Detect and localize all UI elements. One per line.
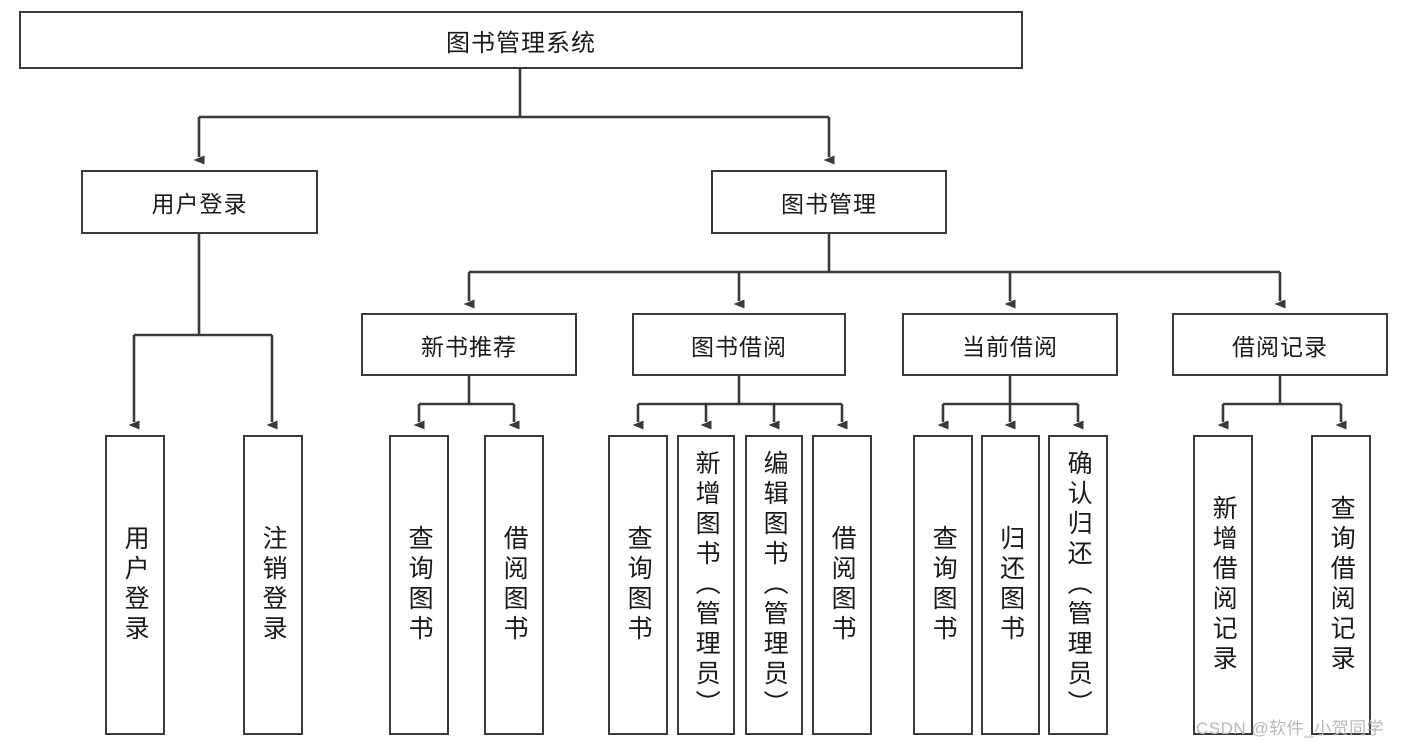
node-label: 图书管理系统 [446, 29, 596, 57]
node-label: 图书管理 [781, 191, 877, 217]
node-label: 借阅图书 [828, 525, 857, 645]
node-label: 新书推荐 [421, 333, 517, 360]
node-label: 新增图书（管理员） [692, 450, 721, 720]
leaf-query-book-current[interactable]: 查询图书 [913, 435, 973, 735]
node-new-book-recommend[interactable]: 新书推荐 [361, 313, 577, 376]
node-label: 借阅图书 [500, 525, 529, 645]
leaf-add-book[interactable]: 新增图书（管理员） [677, 435, 735, 735]
node-label: 查询图书 [405, 525, 434, 645]
node-label: 注销登录 [259, 525, 288, 645]
node-current-borrow[interactable]: 当前借阅 [902, 313, 1118, 376]
node-label: 借阅记录 [1232, 333, 1328, 360]
node-user-login[interactable]: 用户登录 [81, 170, 318, 234]
leaf-add-borrow-record[interactable]: 新增借阅记录 [1193, 435, 1253, 735]
node-label: 用户登录 [121, 525, 150, 645]
leaf-edit-book[interactable]: 编辑图书（管理员） [745, 435, 803, 735]
node-label: 编辑图书（管理员） [760, 450, 789, 720]
node-label: 归还图书 [996, 525, 1025, 645]
leaf-logout[interactable]: 注销登录 [243, 435, 303, 735]
node-book-manage[interactable]: 图书管理 [711, 170, 947, 234]
leaf-confirm-return[interactable]: 确认归还（管理员） [1048, 435, 1108, 735]
leaf-return-book[interactable]: 归还图书 [981, 435, 1040, 735]
leaf-borrow-book-recommend[interactable]: 借阅图书 [484, 435, 544, 735]
node-label: 查询图书 [624, 525, 653, 645]
node-label: 新增借阅记录 [1209, 495, 1238, 675]
leaf-query-borrow-record[interactable]: 查询借阅记录 [1311, 435, 1371, 735]
node-label: 查询借阅记录 [1327, 495, 1356, 675]
leaf-user-login[interactable]: 用户登录 [105, 435, 165, 735]
node-root-system[interactable]: 图书管理系统 [19, 11, 1023, 69]
node-label: 图书借阅 [691, 333, 787, 360]
node-label: 用户登录 [151, 191, 248, 217]
leaf-query-book-recommend[interactable]: 查询图书 [389, 435, 449, 735]
leaf-query-book-borrow[interactable]: 查询图书 [608, 435, 668, 735]
node-label: 确认归还（管理员） [1064, 450, 1093, 720]
leaf-borrow-book[interactable]: 借阅图书 [812, 435, 872, 735]
node-label: 当前借阅 [962, 333, 1058, 360]
node-borrow-record[interactable]: 借阅记录 [1172, 313, 1388, 376]
node-label: 查询图书 [929, 525, 958, 645]
node-book-borrow[interactable]: 图书借阅 [632, 313, 846, 376]
